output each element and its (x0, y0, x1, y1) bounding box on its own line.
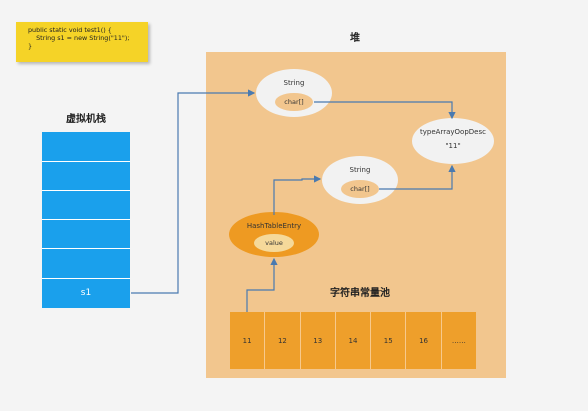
vm-stack: s1 (42, 132, 130, 308)
heap-title: 堆 (350, 33, 360, 44)
stack-frame (42, 219, 130, 248)
stack-frame (42, 161, 130, 190)
pool-cell: 13 (300, 312, 336, 369)
type-array-title: typeArrayOopDesc (420, 128, 486, 136)
pool-cell: 15 (371, 312, 407, 369)
code-snippet: public static void test1() { String s1 =… (16, 22, 148, 62)
string-object-top-field: char[] (275, 93, 313, 111)
arrow-top-char-to-typearray (314, 101, 456, 120)
arrow-hash-to-string (273, 175, 322, 215)
pool-cell: 11 (230, 312, 266, 369)
string-object-top-title: String (283, 79, 305, 87)
pool-cell: 16 (406, 312, 442, 369)
string-object-mid-field: char[] (341, 180, 379, 198)
stack-frame (42, 248, 130, 277)
string-pool-title: 字符串常量池 (330, 288, 390, 299)
hash-entry-title: HashTableEntry (246, 222, 302, 230)
stack-title: 虚拟机栈 (66, 114, 106, 125)
arrow-mid-char-to-typearray (379, 164, 456, 190)
code-line-2: String s1 = new String("11"); (28, 34, 130, 42)
type-array-object: typeArrayOopDesc "11" (412, 118, 494, 164)
type-array-value: "11" (445, 142, 461, 150)
string-object-top: String char[] (256, 69, 332, 117)
stack-s1-slot: s1 (42, 278, 130, 307)
stack-frame (42, 190, 130, 219)
arrow-s1-to-string (131, 89, 256, 294)
hash-entry-field: value (254, 234, 294, 252)
arrow-pool-to-hash (246, 257, 278, 312)
code-line-3: } (28, 42, 33, 50)
hash-table-entry: HashTableEntry value (229, 212, 319, 257)
pool-cell: 12 (265, 312, 301, 369)
pool-cell: …… (441, 312, 476, 369)
code-line-1: public static void test1() { (28, 26, 112, 34)
string-pool: 11 12 13 14 15 16 …… (230, 312, 476, 369)
string-object-mid: String char[] (322, 156, 398, 204)
string-object-mid-title: String (349, 166, 371, 174)
pool-cell: 14 (335, 312, 372, 369)
